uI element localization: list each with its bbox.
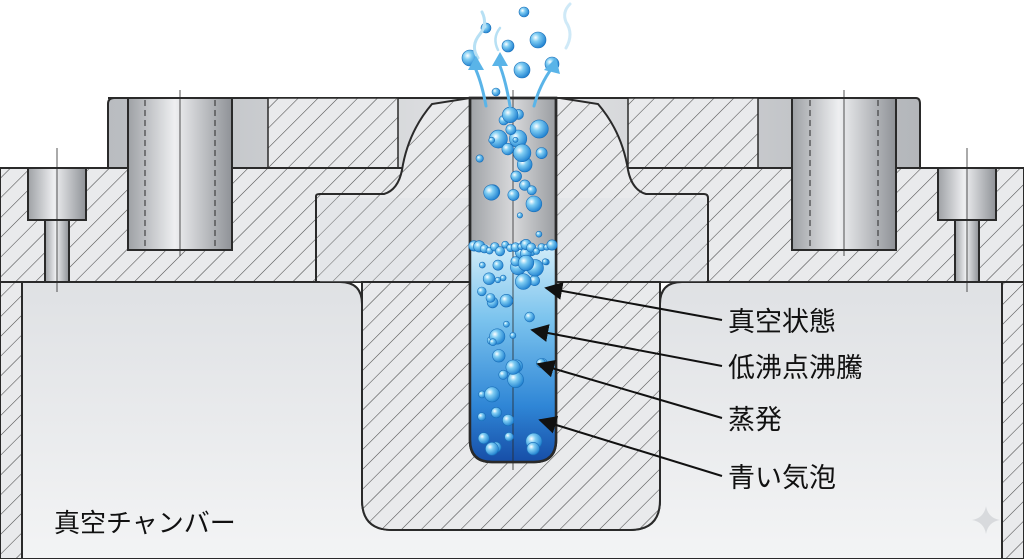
bubble xyxy=(507,189,520,201)
leader-low-bp-boiling xyxy=(530,324,723,367)
bubble xyxy=(485,441,499,456)
bubble xyxy=(517,254,535,272)
bubble xyxy=(502,106,519,123)
bubble xyxy=(529,119,549,139)
bubble xyxy=(475,154,484,163)
bubble xyxy=(510,170,522,183)
leader-vacuum-state xyxy=(544,282,723,321)
bubble xyxy=(525,195,543,213)
bubble xyxy=(477,432,490,445)
bubble xyxy=(524,311,535,323)
bubble xyxy=(478,261,486,269)
bubble xyxy=(519,179,531,191)
leader-lines xyxy=(530,282,723,477)
vapor-arrow-icon-1 xyxy=(474,68,488,108)
bubble xyxy=(509,332,517,339)
bubble xyxy=(518,6,530,18)
bubbles-group xyxy=(461,6,560,456)
bubble xyxy=(516,212,523,219)
bolt-right-large xyxy=(791,90,897,256)
bubble xyxy=(505,124,517,136)
bubble xyxy=(501,143,514,156)
bubble xyxy=(494,276,502,284)
bubble xyxy=(477,412,487,422)
label-blue-bubbles: 青い気泡 xyxy=(728,463,836,494)
bubble xyxy=(498,369,509,380)
bubble xyxy=(483,184,500,201)
bolt-left-small xyxy=(27,148,87,292)
bubble xyxy=(526,442,540,456)
bubble xyxy=(502,414,515,427)
bubble xyxy=(491,87,501,97)
bubble xyxy=(490,407,502,419)
bolt-left-large xyxy=(127,90,233,256)
bubble xyxy=(477,286,487,297)
label-vacuum-state: 真空状態 xyxy=(728,307,836,338)
bubble xyxy=(503,320,510,328)
vapor-arrow-icon-2 xyxy=(498,64,512,108)
top-plate-hatch-left xyxy=(267,97,399,169)
right-wall xyxy=(1001,281,1024,559)
bubble xyxy=(515,273,532,290)
left-wall xyxy=(0,281,23,559)
bubble xyxy=(546,239,558,251)
bubble xyxy=(494,246,505,257)
bubble xyxy=(492,259,504,271)
label-chamber: 真空チャンバー xyxy=(54,509,236,539)
bubble xyxy=(535,230,543,238)
bubble xyxy=(488,136,496,144)
bubble xyxy=(535,147,548,159)
bubble xyxy=(492,349,506,363)
bubble xyxy=(484,386,500,403)
bubble xyxy=(489,338,497,347)
bubble xyxy=(513,61,531,79)
label-low-bp-boiling: 低沸点沸騰 xyxy=(728,353,863,384)
bolt-right-small xyxy=(937,148,997,292)
bubble xyxy=(482,272,496,285)
bubble xyxy=(500,274,507,282)
bubble xyxy=(532,247,541,255)
top-plate-hatch-right xyxy=(627,97,759,169)
bubble xyxy=(512,136,519,143)
bubble xyxy=(501,39,515,53)
leader-evaporation xyxy=(536,359,723,419)
bubble xyxy=(499,294,514,308)
leader-blue-bubbles xyxy=(538,416,723,477)
bubble xyxy=(504,432,514,442)
label-evaporation: 蒸発 xyxy=(728,405,782,436)
sparkle-icon xyxy=(972,506,1000,534)
bubble xyxy=(529,31,547,49)
bubble xyxy=(505,359,521,375)
bubble xyxy=(526,185,537,196)
bubble xyxy=(512,143,532,162)
bubble xyxy=(485,293,496,303)
vapor-group xyxy=(468,2,572,108)
bubble xyxy=(541,258,549,266)
